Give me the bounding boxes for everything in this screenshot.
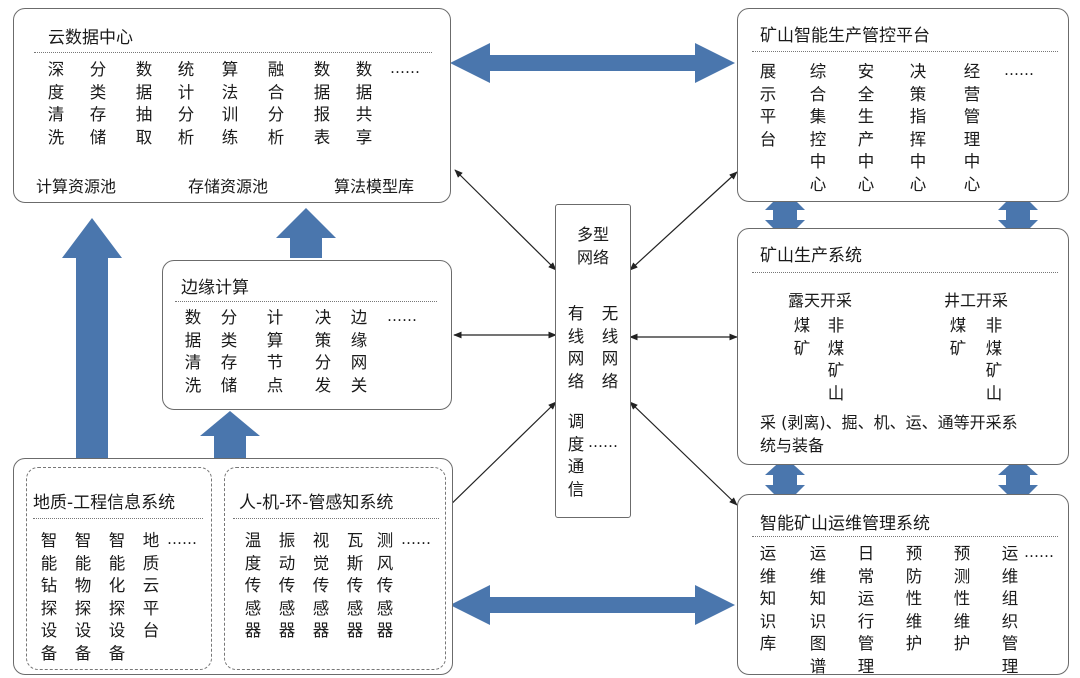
geo-more: …… [167, 530, 197, 548]
cloud-col: 分类存储 [89, 60, 107, 147]
ops-col: 日常运行管理 [857, 544, 875, 676]
cloud-platform-double-arrow [450, 43, 735, 83]
edge-computing-box: 边缘计算 数据清洗 分类存储 计算节点 决策分发 边缘网关 …… [162, 260, 452, 410]
human-machine-env-box: 人-机-环-管感知系统 温度传感器 振动传感器 视觉传感器 瓦斯传感器 测风传感… [224, 467, 446, 670]
geo-col: 地质云平台 [142, 531, 160, 640]
network-title: 多型网络 [576, 225, 609, 267]
geo-engineering-box: 地质-工程信息系统 智能钻探设备 智能物探设备 智能化探设备 地质云平台 …… [26, 467, 212, 670]
geo-separator [33, 518, 203, 519]
cloud-title: 云数据中心 [48, 28, 133, 48]
human-col: 温度传感器 [244, 531, 262, 640]
network-box: 多型网络 有线网络 无线网络 调度通信 …… [555, 204, 631, 518]
human-col: 测风传感器 [376, 531, 394, 640]
ops-col: 预测性维护 [953, 544, 971, 653]
ops-col: 运维组织管理 [1001, 544, 1019, 676]
perception-to-cloud-arrow [62, 218, 122, 458]
ops-col: 预防性维护 [905, 544, 923, 653]
open-pit-title: 露天开采 [788, 291, 853, 310]
platform-col: 经营管理中心 [963, 62, 981, 194]
cloud-col: 统计分析 [177, 60, 195, 147]
ops-management-box: 智能矿山运维管理系统 运维知识库 运维知识图谱 日常运行管理 预防性维护 预测性… [737, 494, 1069, 676]
edge-col: 数据清洗 [184, 308, 202, 395]
platform-production-arrow-right [998, 190, 1038, 240]
network-col: 无线网络 [601, 304, 619, 391]
edge-more: …… [387, 307, 417, 325]
human-col: 瓦斯传感器 [346, 531, 364, 640]
cloud-col: 融合分析 [267, 60, 285, 147]
cloud-col: 深度清洗 [47, 60, 65, 147]
platform-col: 决策指挥中心 [909, 62, 927, 194]
edge-col: 边缘网关 [350, 308, 368, 395]
underground-title: 井工开采 [944, 291, 1009, 310]
cloud-col: 数据共享 [355, 60, 373, 147]
perception-to-edge-arrow [200, 411, 260, 458]
network-platform-line [629, 171, 738, 271]
edge-to-cloud-arrow [276, 208, 336, 258]
production-ops-arrow-right [998, 457, 1038, 505]
underground-col: 非煤矿山 [985, 316, 1003, 403]
mine-production-box: 矿山生产系统 露天开采 井工开采 煤矿 非煤矿山 煤矿 非煤矿山 采 (剥离)、… [737, 228, 1069, 465]
cloud-data-center-box: 云数据中心 深度清洗 分类存储 数据抽取 统计分析 算法训练 融合分析 数据报表… [13, 8, 451, 203]
network-cloud-line [454, 169, 557, 271]
network-col: 调度通信 [567, 412, 585, 499]
platform-col: 展示平台 [759, 62, 777, 149]
platform-separator [752, 51, 1058, 52]
edge-separator [175, 301, 437, 302]
human-col: 振动传感器 [278, 531, 296, 640]
cloud-col: 算法训练 [221, 60, 239, 147]
underground-col: 煤矿 [949, 316, 967, 358]
network-ops-line [629, 401, 738, 506]
production-title: 矿山生产系统 [760, 246, 862, 266]
platform-col: 综合集控中心 [809, 62, 827, 194]
open-pit-col: 煤矿 [793, 316, 811, 358]
cloud-algorithm-library: 算法模型库 [334, 177, 415, 196]
network-perception-line [439, 401, 557, 516]
geo-col: 智能物探设备 [74, 531, 92, 663]
human-col: 视觉传感器 [312, 531, 330, 640]
edge-col: 决策分发 [314, 308, 332, 395]
ops-separator [752, 536, 1058, 537]
cloud-storage-pool: 存储资源池 [188, 177, 269, 196]
ops-more: …… [1024, 543, 1054, 561]
human-more: …… [401, 530, 431, 548]
geo-col: 智能化探设备 [108, 531, 126, 663]
production-desc: 采 (剥离)、掘、机、运、通等开采系统与装备 [760, 413, 1018, 455]
edge-col: 计算节点 [266, 308, 284, 395]
cloud-separator [34, 52, 432, 53]
platform-production-arrow-left [765, 190, 805, 240]
human-title: 人-机-环-管感知系统 [239, 493, 394, 513]
edge-title: 边缘计算 [181, 278, 249, 298]
platform-title: 矿山智能生产管控平台 [760, 26, 930, 46]
network-more: …… [588, 433, 618, 451]
perception-outer-box: 地质-工程信息系统 智能钻探设备 智能物探设备 智能化探设备 地质云平台 …… … [13, 458, 453, 675]
mine-platform-box: 矿山智能生产管控平台 展示平台 综合集控中心 安全生产中心 决策指挥中心 经营管… [737, 8, 1069, 202]
cloud-col: 数据报表 [313, 60, 331, 147]
perception-ops-double-arrow [450, 585, 735, 625]
cloud-more: …… [390, 59, 420, 77]
cloud-col: 数据抽取 [135, 60, 153, 147]
platform-more: …… [1004, 61, 1034, 79]
ops-col: 运维知识库 [759, 544, 777, 653]
ops-col: 运维知识图谱 [809, 544, 827, 676]
network-col: 有线网络 [567, 304, 585, 391]
geo-title: 地质-工程信息系统 [33, 493, 176, 513]
ops-title: 智能矿山运维管理系统 [760, 514, 930, 534]
production-ops-arrow-left [765, 457, 805, 505]
edge-col: 分类存储 [220, 308, 238, 395]
platform-col: 安全生产中心 [857, 62, 875, 194]
production-separator [752, 272, 1058, 273]
human-separator [233, 518, 439, 519]
geo-col: 智能钻探设备 [40, 531, 58, 663]
cloud-compute-pool: 计算资源池 [36, 177, 117, 196]
open-pit-col: 非煤矿山 [827, 316, 845, 403]
